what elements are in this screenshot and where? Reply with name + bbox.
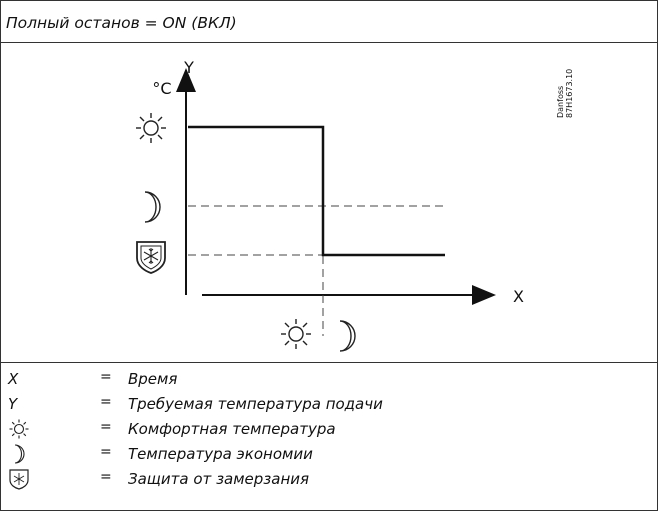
y-axis-label: Y <box>183 58 194 77</box>
legend-symbol-y: Y <box>8 395 18 413</box>
legend-symbol-x: X <box>8 370 19 388</box>
ref-code-line-1: Danfoss <box>556 86 565 118</box>
legend-equals: = <box>100 469 112 485</box>
figure-title: Полный останов = ON (ВКЛ) <box>6 14 237 32</box>
legend-divider <box>0 362 658 363</box>
legend-row: = Комфортная температура <box>0 418 656 440</box>
temperature-diagram: Y °C X <box>136 58 574 352</box>
legend-row: Y = Требуемая температура подачи <box>0 393 656 415</box>
sun-icon <box>8 418 32 440</box>
legend-equals: = <box>100 369 112 385</box>
x-axis-label: X <box>513 287 524 306</box>
y-axis-unit: °C <box>152 79 171 98</box>
sun-icon <box>281 319 311 349</box>
legend-row: X = Время <box>0 368 656 390</box>
flow-temperature-curve <box>188 125 445 257</box>
legend-equals: = <box>100 394 112 410</box>
frost-shield-icon <box>8 468 32 490</box>
legend-text: Время <box>128 370 178 388</box>
legend-equals: = <box>100 419 112 435</box>
legend-equals: = <box>100 444 112 460</box>
ref-code-line-2: 87H1673.10 <box>565 69 574 118</box>
moon-icon <box>8 443 32 465</box>
frost-shield-icon <box>136 241 166 274</box>
legend-text: Защита от замерзания <box>128 470 310 488</box>
sun-icon <box>136 113 166 143</box>
legend-row: = Температура экономии <box>0 443 656 465</box>
legend-text: Требуемая температура подачи <box>128 395 383 413</box>
legend-text: Комфортная температура <box>128 420 336 438</box>
legend-text: Температура экономии <box>128 445 313 463</box>
ref-code: Danfoss 87H1673.10 <box>556 69 574 118</box>
moon-icon <box>144 191 161 223</box>
title-divider <box>0 42 658 43</box>
legend-row: = Защита от замерзания <box>0 468 656 490</box>
moon-icon <box>339 320 356 352</box>
